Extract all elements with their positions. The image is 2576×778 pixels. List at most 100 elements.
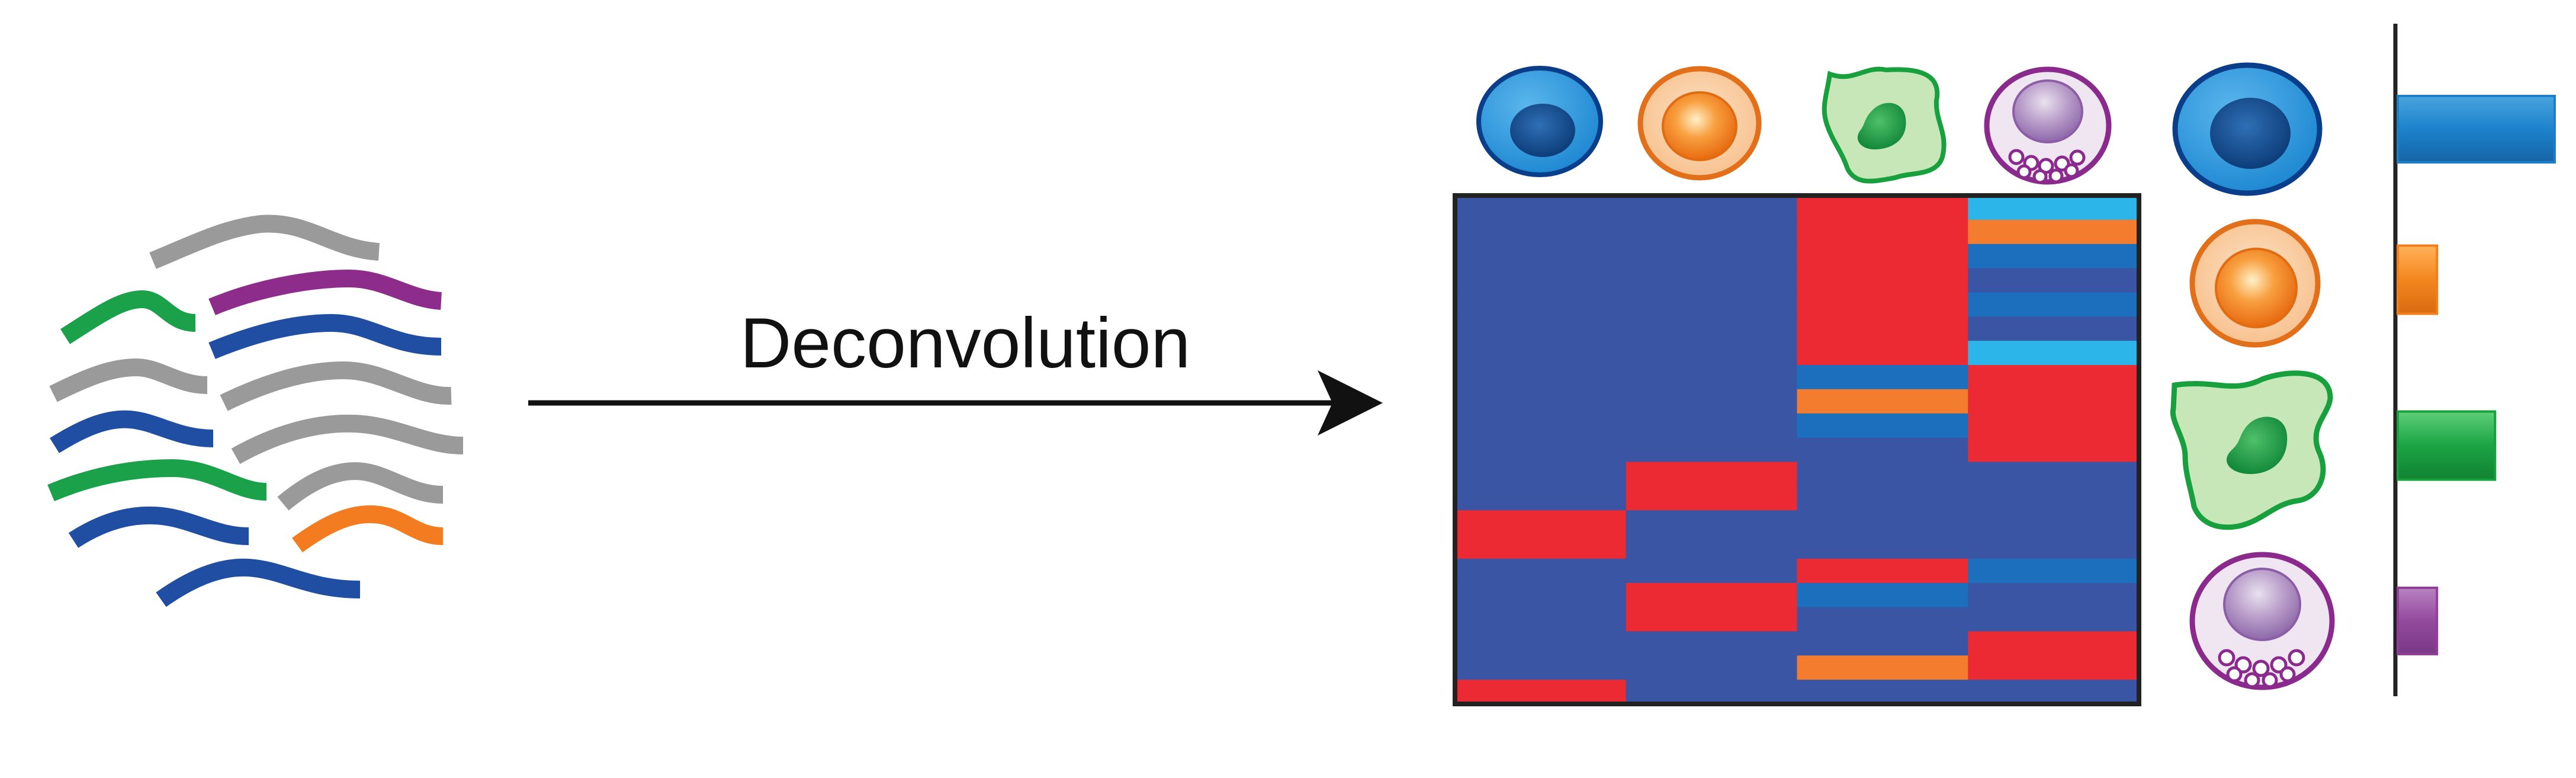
arrow-head (1318, 370, 1383, 436)
heatmap-cell (1626, 365, 1798, 390)
proportion-bar-green (2397, 410, 2497, 481)
orange-cell-icon (1637, 66, 1762, 181)
heatmap-cell (1797, 582, 1968, 608)
heatmap-cell (1626, 268, 1798, 293)
read-gray (149, 214, 380, 269)
read-blue (50, 410, 214, 453)
orange-cell-icon (2189, 219, 2321, 348)
heatmap-cell (1968, 292, 2140, 317)
heatmap-border (1453, 193, 2141, 706)
heatmap-cell (1797, 389, 1968, 414)
heatmap-cell (1797, 316, 1968, 341)
heatmap-cell (1797, 631, 1968, 656)
read-gray (220, 361, 452, 411)
heatmap-cell (1968, 268, 2140, 293)
heatmap-cell (1626, 607, 1798, 632)
heatmap-cell (1626, 534, 1798, 559)
heatmap-cell (1797, 655, 1968, 680)
heatmap-cell (1455, 341, 1627, 366)
heatmap-cell (1968, 607, 2140, 632)
deconvolution-label: Deconvolution (740, 303, 1191, 383)
heatmap-cell (1797, 607, 1968, 632)
heatmap-cell (1455, 437, 1627, 463)
heatmap-cell (1455, 196, 1627, 220)
proportion-bars (2393, 24, 2556, 696)
heatmap-cell (1455, 219, 1627, 245)
deconvolution-arrow (528, 370, 1383, 436)
read-gray (49, 358, 208, 402)
read-green (47, 459, 267, 501)
sequencing-reads (47, 214, 464, 607)
heatmap-cell (1797, 365, 1968, 390)
heatmap-cell (1626, 244, 1798, 269)
heatmap-cell (1626, 413, 1798, 438)
read-orange (292, 505, 444, 553)
heatmap-cell (1797, 196, 1968, 220)
blue-cell-icon (2172, 62, 2323, 196)
heatmap-cell (1797, 558, 1968, 584)
heatmap-cell (1626, 196, 1798, 220)
read-purple (208, 269, 442, 315)
heatmap-cell (1797, 462, 1968, 486)
proportion-bar-purple (2397, 587, 2439, 655)
heatmap-cell (1968, 534, 2140, 559)
read-gray (231, 414, 464, 465)
expression-heatmap (1453, 193, 2141, 706)
heatmap-cell (1968, 558, 2140, 584)
heatmap-cell (1797, 437, 1968, 463)
read-blue (68, 506, 249, 548)
heatmap-cell (1797, 534, 1968, 559)
heatmap-cell (1968, 437, 2140, 463)
heatmap-cell (1455, 413, 1627, 438)
heatmap-cell (1626, 437, 1798, 463)
heatmap-cell (1455, 462, 1627, 486)
heatmap-cell (1626, 655, 1798, 680)
heatmap-cell (1455, 365, 1627, 390)
heatmap-cell (1797, 292, 1968, 317)
heatmap-cell (1455, 558, 1627, 584)
cell-type-header (1476, 66, 2112, 185)
heatmap-cell (1626, 582, 1798, 608)
heatmap-cell (1968, 486, 2140, 511)
heatmap-cell (1455, 486, 1627, 511)
heatmap-cell (1968, 341, 2140, 366)
heatmap-cell (1626, 292, 1798, 317)
heatmap-cell (1968, 196, 2140, 220)
heatmap-cell (1626, 219, 1798, 245)
heatmap-cell (1968, 631, 2140, 656)
heatmap-cell (1797, 486, 1968, 511)
read-blue (208, 313, 442, 359)
heatmap-cell (1797, 413, 1968, 438)
heatmap-cell (1797, 219, 1968, 245)
read-gray (277, 462, 444, 511)
heatmap-cell (1455, 510, 1627, 535)
heatmap-cell (1626, 462, 1798, 486)
heatmap-cell (1455, 631, 1627, 656)
purple-cell-icon (1984, 66, 2112, 185)
heatmap-cell (1968, 462, 2140, 486)
proportion-bar-orange (2397, 244, 2439, 315)
heatmap-cell (1455, 607, 1627, 632)
heatmap-cell (1626, 558, 1798, 584)
green-cell-icon (1822, 66, 1947, 184)
heatmap-cell (1455, 268, 1627, 293)
heatmap-cell (1455, 244, 1627, 269)
heatmap-cell (1968, 244, 2140, 269)
heatmap-cell (1797, 268, 1968, 293)
heatmap-cell (1968, 316, 2140, 341)
heatmap-cell (1968, 219, 2140, 245)
read-blue (156, 558, 361, 607)
heatmap-cell (1968, 680, 2140, 705)
heatmap-cell (1797, 680, 1968, 705)
heatmap-cell (1968, 365, 2140, 390)
heatmap-cell (1797, 510, 1968, 535)
heatmap-cell (1455, 582, 1627, 608)
heatmap-cell (1455, 680, 1627, 705)
heatmap-cell (1455, 534, 1627, 559)
purple-cell-icon (2189, 552, 2335, 690)
cell-proportion-icons (2170, 62, 2335, 690)
heatmap-cell (1626, 316, 1798, 341)
heatmap-cell (1626, 680, 1798, 705)
heatmap-cell (1626, 510, 1798, 535)
